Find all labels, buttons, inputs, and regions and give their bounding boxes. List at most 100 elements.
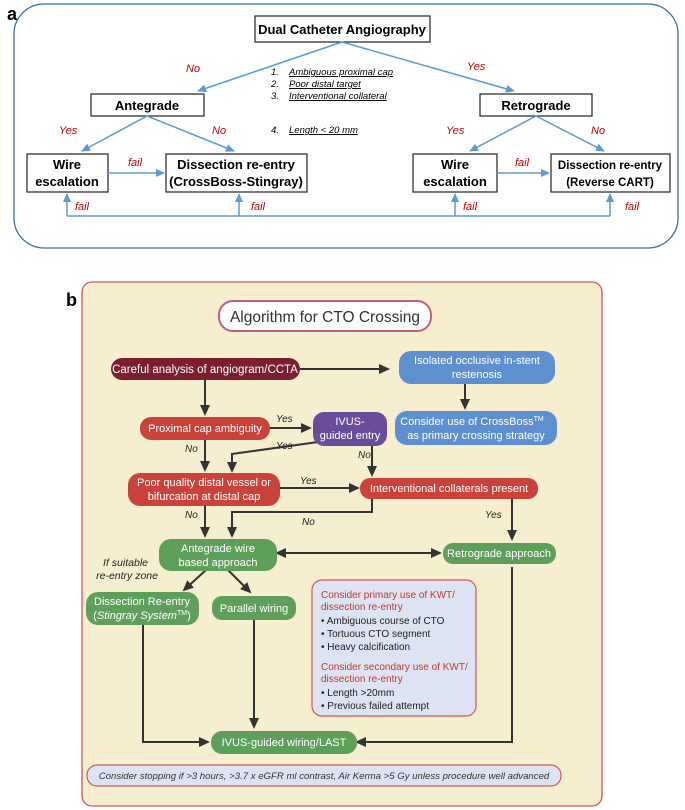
kwt-info-box: [311, 579, 477, 717]
wire-escalation-retrograde-line2: escalation: [423, 174, 487, 189]
criteria-item-1: Ambiguous proximal cap: [288, 67, 393, 78]
stopping-text: Consider stopping if >3 hours, >3.7 x eG…: [99, 771, 550, 782]
no-label-root: No: [186, 63, 200, 75]
arrow-root-retrograde: [341, 41, 515, 93]
wire-escalation-retrograde-line1: Wire: [441, 157, 469, 172]
ivus-wiring-node: IVUS-guided wiring/LAST: [222, 737, 347, 749]
arrow-antegrade-wire: [81, 115, 148, 152]
stopping-box: [86, 764, 562, 787]
secondary-item-1: • Length >20mm: [321, 688, 394, 699]
dissection-reentry-line1: Dissection Re-entry: [94, 596, 190, 608]
criteria-item-4: Length < 20 mm: [289, 125, 358, 136]
ivus-wiring-box: [211, 731, 357, 754]
secondary-heading-line1: Consider secondary use of KWT/: [321, 662, 468, 673]
dissection-retrograde-line2: (Reverse CART): [566, 177, 654, 189]
criteria-item-3: Interventional collateral: [289, 91, 388, 102]
dissection-antegrade-line2: (CrossBoss-Stingray): [169, 174, 303, 189]
panel-b-connectors: [142, 364, 517, 747]
poor-quality-line1: Poor quality distal vessel or: [137, 477, 271, 489]
proximal-cap-box: [140, 417, 270, 440]
primary-heading-line2: dissection re-entry: [321, 602, 403, 613]
fail-label-retrograde: fail: [515, 157, 530, 169]
fail-label-bottom-1: fail: [75, 201, 90, 213]
yes-label-poor-interventional: Yes: [300, 476, 317, 487]
no-label-antegrade: No: [212, 125, 226, 137]
interventional-collaterals-node: Interventional collaterals present: [370, 483, 528, 495]
wire-escalation-antegrade-line2: escalation: [35, 174, 99, 189]
no-label-interventional-antegrade: No: [302, 517, 315, 528]
arrow-retrograde-dissection: [535, 115, 605, 152]
antegrade-wire-line1: Antegrade wire: [181, 543, 255, 555]
no-label-proximal-poor: No: [185, 444, 198, 455]
wire-escalation-antegrade-box: [26, 153, 109, 193]
isolated-line2: restenosis: [452, 369, 503, 381]
retrograde-approach-node: Retrograde approach: [447, 548, 551, 560]
root-node-box: [254, 15, 431, 43]
arrow-antegrade-dissection: [146, 115, 235, 152]
ivus-entry-line2: guided entry: [320, 430, 381, 442]
yes-label-proximal-ivus: Yes: [276, 414, 293, 425]
fail-label-antegrade: fail: [128, 157, 143, 169]
consider-crossboss-line2: as primary crossing strategy: [407, 430, 545, 442]
arrow-antegrade-parallel: [227, 569, 252, 594]
proximal-cap-node: Proximal cap ambiguity: [148, 423, 262, 435]
arrow-retrograde-wire: [469, 115, 537, 152]
antegrade-wire-box: [159, 539, 277, 571]
if-suitable-line1: If suitable: [103, 557, 148, 569]
arrow-root-antegrade: [197, 41, 343, 93]
title-box: [218, 300, 432, 332]
consider-crossboss-line1: Consider use of CrossBossTM: [400, 416, 544, 428]
retrograde-node: Retrograde: [501, 98, 570, 113]
primary-heading-line1: Consider primary use of KWT/: [321, 590, 455, 601]
criteria-item-2: Poor distal target: [289, 79, 361, 90]
fail-label-bottom-4: fail: [625, 201, 640, 213]
arrow-retrograde-ivus: [355, 567, 513, 747]
isolated-box: [399, 351, 555, 384]
yes-label-retrograde: Yes: [446, 125, 465, 137]
wire-escalation-retrograde-box: [412, 153, 498, 193]
primary-item-1: • Ambiguous course of CTO: [321, 616, 445, 627]
panel-b-title: Algorithm for CTO Crossing: [230, 309, 420, 326]
retrograde-approach-box: [443, 543, 556, 564]
arrow-interventional-antegrade: [227, 498, 373, 538]
dissection-antegrade-line1: Dissection re-entry: [177, 157, 296, 172]
no-label-poor-antegrade: No: [185, 510, 198, 521]
dissection-antegrade-box: [165, 153, 308, 193]
criteria-number-4: 4.: [271, 125, 279, 136]
yes-label-ivus-poor: Yes: [276, 441, 293, 452]
dissection-retrograde-line1: Dissection re-entry: [558, 160, 663, 172]
ivus-entry-line1: IVUS-: [335, 416, 365, 428]
root-node: Dual Catheter Angiography: [258, 22, 427, 37]
yes-label-interventional-retrograde: Yes: [485, 510, 502, 521]
isolated-line1: Isolated occlusive in-stent: [414, 355, 540, 367]
arrow-antegrade-dissection: [182, 569, 207, 592]
antegrade-node: Antegrade: [115, 98, 179, 113]
parallel-wiring-node: Parallel wiring: [220, 603, 288, 615]
antegrade-wire-line2: based approach: [179, 557, 258, 569]
poor-quality-box: [128, 473, 280, 506]
arrow-ivus-poor: [227, 441, 319, 473]
ivus-entry-box: [313, 412, 387, 446]
fail-label-bottom-3: fail: [463, 201, 478, 213]
panel-a-label: a: [7, 4, 18, 24]
careful-analysis-box: [111, 358, 300, 380]
careful-analysis-node: Careful analysis of angiogram/CCTA: [112, 364, 298, 376]
if-suitable-line2: re-entry zone: [96, 570, 158, 582]
yes-label-antegrade: Yes: [59, 125, 78, 137]
interventional-collaterals-box: [360, 478, 538, 499]
dissection-reentry-box: [86, 592, 199, 625]
trademark-stingray: TM: [177, 610, 187, 617]
no-label-retrograde: No: [591, 125, 605, 137]
yes-label-root: Yes: [467, 61, 486, 73]
dissection-reentry-line2: (Stingray SystemTM): [93, 610, 191, 622]
poor-quality-line2: bifurcation at distal cap: [148, 491, 261, 503]
dissection-retrograde-box: [550, 153, 671, 193]
consider-crossboss-box: [395, 411, 557, 445]
trademark-crossboss: TM: [534, 416, 544, 423]
arrow-dissection-ivus: [142, 624, 210, 747]
primary-item-2: • Tortuous CTO segment: [321, 629, 431, 640]
fail-label-bottom-2: fail: [251, 201, 266, 213]
panel-b-label: b: [66, 290, 77, 310]
criteria-number-3: 3.: [271, 91, 279, 102]
